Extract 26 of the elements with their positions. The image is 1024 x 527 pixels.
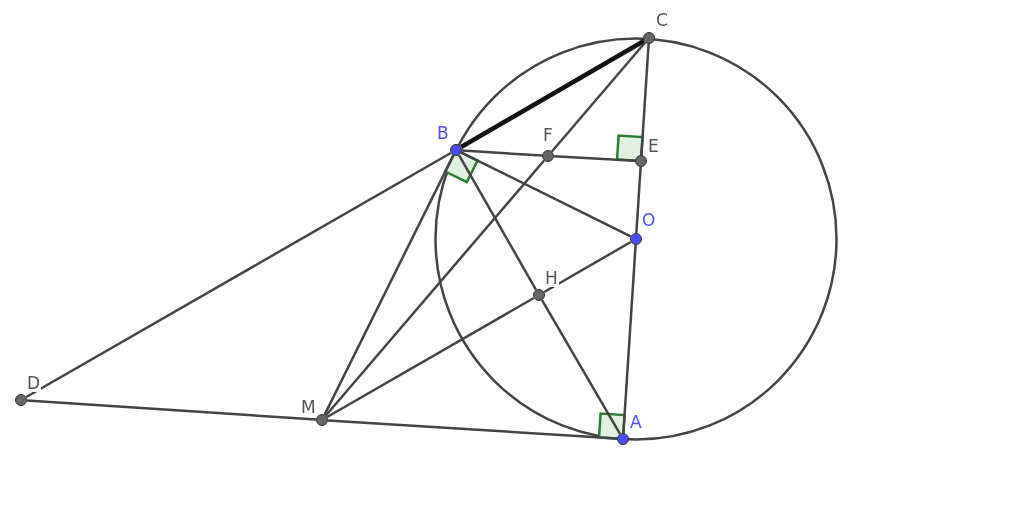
line-segment	[26, 399, 317, 421]
line-segment	[640, 43, 650, 156]
line-segment	[553, 155, 636, 162]
point-label: F	[542, 126, 554, 144]
line-segment	[543, 240, 632, 294]
line-segment	[326, 296, 535, 419]
line-segment	[323, 154, 455, 416]
point-label: O	[641, 211, 657, 229]
line-segment	[457, 154, 538, 291]
line-segment	[327, 419, 618, 440]
line-segment	[622, 244, 637, 434]
point-label: M	[300, 398, 317, 416]
point-label: E	[647, 137, 660, 155]
line-segment	[324, 159, 546, 417]
line-segment	[635, 166, 642, 234]
point-label: B	[436, 124, 450, 142]
line-segment	[460, 39, 645, 149]
point-label: H	[544, 269, 559, 287]
line-segment	[460, 151, 632, 238]
line-segment	[550, 41, 647, 153]
point-label: D	[26, 374, 42, 392]
line-segment	[540, 299, 622, 435]
line-segment	[461, 149, 543, 157]
point-label: A	[629, 413, 643, 431]
point-label: C	[655, 11, 669, 29]
line-segment	[25, 151, 452, 399]
